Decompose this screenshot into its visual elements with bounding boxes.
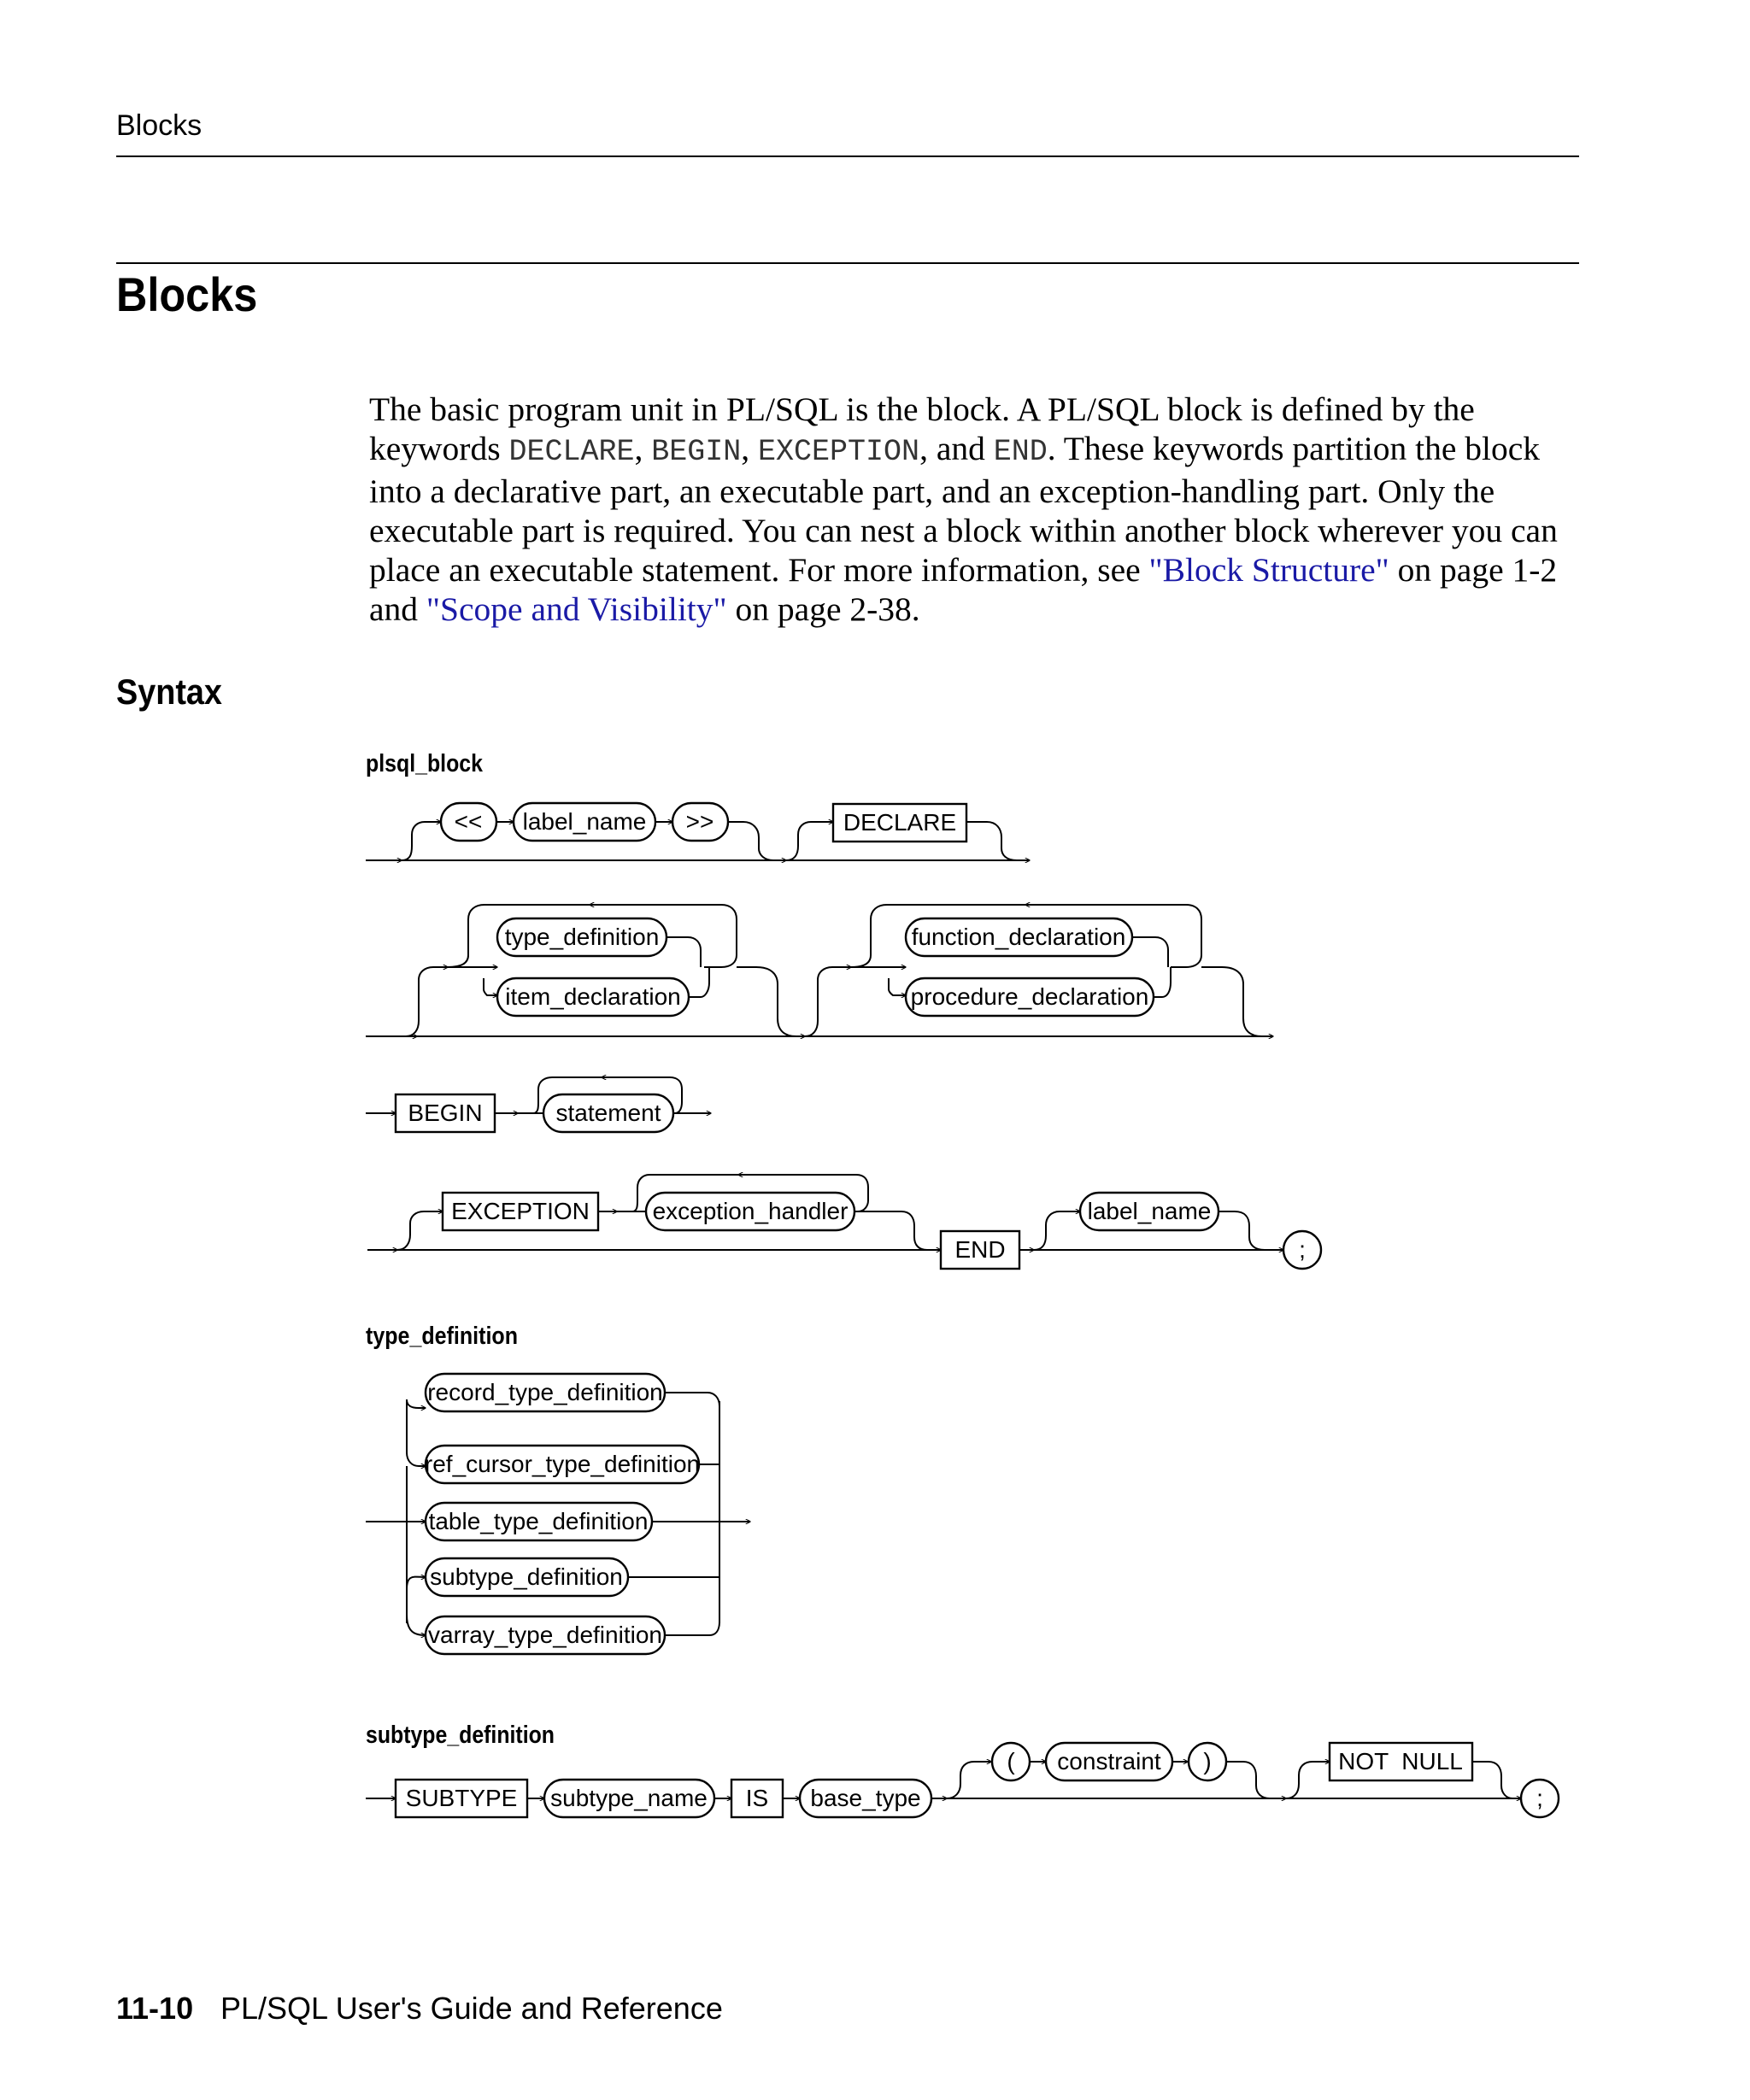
nonterminal-exception-handler: exception_handler: [644, 1191, 856, 1232]
svg-text:record_type_definition: record_type_definition: [427, 1379, 663, 1405]
terminal-label-open: <<: [439, 801, 498, 842]
keyword-box-not-null: NOT NULL: [1328, 1741, 1474, 1782]
nonterminal-end-label-name: label_name: [1078, 1191, 1220, 1232]
syntax-heading: Syntax: [116, 672, 222, 712]
svg-text:type_definition: type_definition: [505, 924, 660, 950]
svg-text:DECLARE: DECLARE: [843, 809, 956, 836]
intro-text: on page 2-38.: [726, 590, 920, 628]
svg-text:END: END: [954, 1236, 1005, 1263]
terminal-semicolon: ;: [1282, 1229, 1323, 1270]
intro-text: ,: [634, 430, 652, 467]
nonterminal-statement: statement: [542, 1093, 675, 1134]
svg-text:subtype_name: subtype_name: [550, 1785, 708, 1811]
intro-paragraph: The basic program unit in PL/SQL is the …: [369, 390, 1591, 629]
nonterminal-ref-cursor-type-definition: ref_cursor_type_definition: [424, 1444, 701, 1485]
svg-text:;: ;: [1299, 1236, 1306, 1263]
svg-text:IS: IS: [746, 1785, 768, 1811]
svg-text:varray_type_definition: varray_type_definition: [428, 1622, 662, 1648]
diagram-plsql-block: plsql_block: [366, 750, 1323, 1270]
footer-book-title: PL/SQL User's Guide and Reference: [220, 1991, 723, 2026]
svg-text:BEGIN: BEGIN: [408, 1100, 482, 1126]
nonterminal-record-type-definition: record_type_definition: [424, 1372, 667, 1413]
keyword-box-is: IS: [730, 1778, 784, 1819]
diagram-title-type-definition: type_definition: [366, 1323, 518, 1350]
diagram-type-definition: type_definition record_type_definition r…: [366, 1323, 750, 1656]
svg-text:label_name: label_name: [1088, 1198, 1212, 1224]
svg-text:procedure_declaration: procedure_declaration: [911, 983, 1149, 1010]
keyword-box-end: END: [939, 1229, 1021, 1270]
terminal-left-paren: (: [990, 1741, 1031, 1782]
keyword-begin: BEGIN: [651, 435, 742, 469]
intro-text: on page 1-2 and: [369, 551, 1558, 628]
svg-text:exception_handler: exception_handler: [653, 1198, 849, 1224]
nonterminal-base-type: base_type: [798, 1778, 933, 1819]
section-rule: [116, 262, 1579, 264]
link-block-structure[interactable]: "Block Structure": [1148, 551, 1389, 589]
svg-text:constraint: constraint: [1057, 1748, 1161, 1774]
terminal-label-close: >>: [671, 801, 730, 842]
nonterminal-label-name: label_name: [512, 801, 657, 842]
keyword-declare: DECLARE: [508, 435, 635, 469]
nonterminal-constraint: constraint: [1044, 1741, 1174, 1782]
nonterminal-subtype-name: subtype_name: [543, 1778, 716, 1819]
terminal-semicolon: ;: [1519, 1778, 1560, 1819]
svg-text:NOT NULL: NOT NULL: [1338, 1748, 1463, 1774]
keyword-box-declare: DECLARE: [831, 802, 968, 843]
svg-text:ref_cursor_type_definition: ref_cursor_type_definition: [425, 1451, 700, 1477]
svg-text:function_declaration: function_declaration: [912, 924, 1126, 950]
svg-text:table_type_definition: table_type_definition: [429, 1508, 649, 1534]
nonterminal-function-declaration: function_declaration: [904, 917, 1134, 958]
svg-text:base_type: base_type: [810, 1785, 920, 1811]
diagram-title-plsql-block: plsql_block: [366, 750, 484, 777]
keyword-exception: EXCEPTION: [758, 435, 920, 469]
svg-text:<<: <<: [455, 808, 483, 835]
svg-text:>>: >>: [686, 808, 714, 835]
svg-text:item_declaration: item_declaration: [505, 983, 680, 1010]
footer-page-number: 11-10: [116, 1991, 194, 2026]
intro-text: ,: [741, 430, 759, 467]
svg-text:;: ;: [1536, 1785, 1543, 1811]
nonterminal-type-definition: type_definition: [496, 917, 668, 958]
link-scope-and-visibility[interactable]: "Scope and Visibility": [426, 590, 727, 628]
diagram-title-subtype-definition: subtype_definition: [366, 1722, 555, 1749]
svg-text:SUBTYPE: SUBTYPE: [406, 1785, 518, 1811]
keyword-box-begin: BEGIN: [394, 1093, 496, 1134]
nonterminal-varray-type-definition: varray_type_definition: [424, 1615, 667, 1656]
header-rule: [116, 155, 1579, 157]
keyword-box-exception: EXCEPTION: [441, 1191, 600, 1232]
svg-text:EXCEPTION: EXCEPTION: [451, 1198, 590, 1224]
nonterminal-item-declaration: item_declaration: [496, 977, 690, 1018]
intro-text: , and: [919, 430, 994, 467]
nonterminal-subtype-definition: subtype_definition: [424, 1557, 630, 1598]
keyword-box-subtype: SUBTYPE: [394, 1778, 529, 1819]
svg-text:): ): [1203, 1748, 1211, 1774]
keyword-end: END: [993, 435, 1048, 469]
diagram-subtype-definition: subtype_definition SUBTYPE subtype_na: [366, 1722, 1560, 1819]
svg-text:statement: statement: [556, 1100, 661, 1126]
terminal-right-paren: ): [1187, 1741, 1228, 1782]
nonterminal-table-type-definition: table_type_definition: [424, 1501, 654, 1542]
nonterminal-procedure-declaration: procedure_declaration: [904, 977, 1155, 1018]
intro-text: The basic program unit in PL/SQL is the …: [369, 390, 1475, 467]
svg-text:label_name: label_name: [523, 808, 647, 835]
svg-text:subtype_definition: subtype_definition: [430, 1563, 623, 1590]
running-header: Blocks: [116, 109, 203, 142]
page-title: Blocks: [116, 267, 258, 321]
svg-text:(: (: [1007, 1748, 1015, 1774]
intro-text: . These keywords partition the block int…: [369, 430, 1558, 589]
